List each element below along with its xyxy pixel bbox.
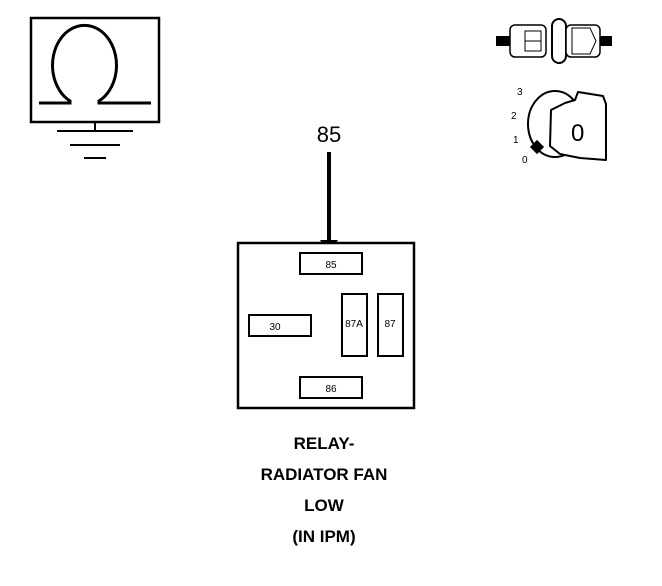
ignition-position-2: 2 [511, 111, 517, 122]
ignition-position-1: 1 [513, 135, 519, 146]
caption-line-3: LOW [304, 496, 344, 515]
relay-pin-87a: 87A [341, 293, 368, 357]
wire-label: 85 [317, 122, 341, 147]
caption-line-2: RADIATOR FAN [260, 465, 388, 484]
pin-87-label: 87 [384, 319, 396, 330]
ignition-position-0: 0 [522, 155, 528, 166]
pin-86-label: 86 [325, 384, 337, 395]
relay-pin-85: 85 [299, 252, 363, 275]
relay-pin-86: 86 [299, 376, 363, 399]
caption-line-4: (IN IPM) [292, 527, 356, 546]
pin-85-label: 85 [325, 260, 337, 271]
caption-line-1: RELAY- [293, 434, 355, 453]
relay-pin-87: 87 [377, 293, 404, 357]
ignition-key-label: 0 [571, 120, 584, 147]
wire-85: 85 [317, 122, 341, 253]
connector-icon [496, 18, 612, 64]
ignition-key-icon: 3 2 1 0 0 [511, 87, 607, 166]
ohmmeter-icon [29, 16, 161, 159]
relay-body: 85 30 87A 87 86 [236, 241, 416, 410]
ignition-position-3: 3 [517, 87, 523, 98]
pin-30-label: 30 [269, 322, 281, 333]
pin-87a-label: 87A [345, 319, 363, 330]
relay-pin-30: 30 [248, 314, 312, 337]
